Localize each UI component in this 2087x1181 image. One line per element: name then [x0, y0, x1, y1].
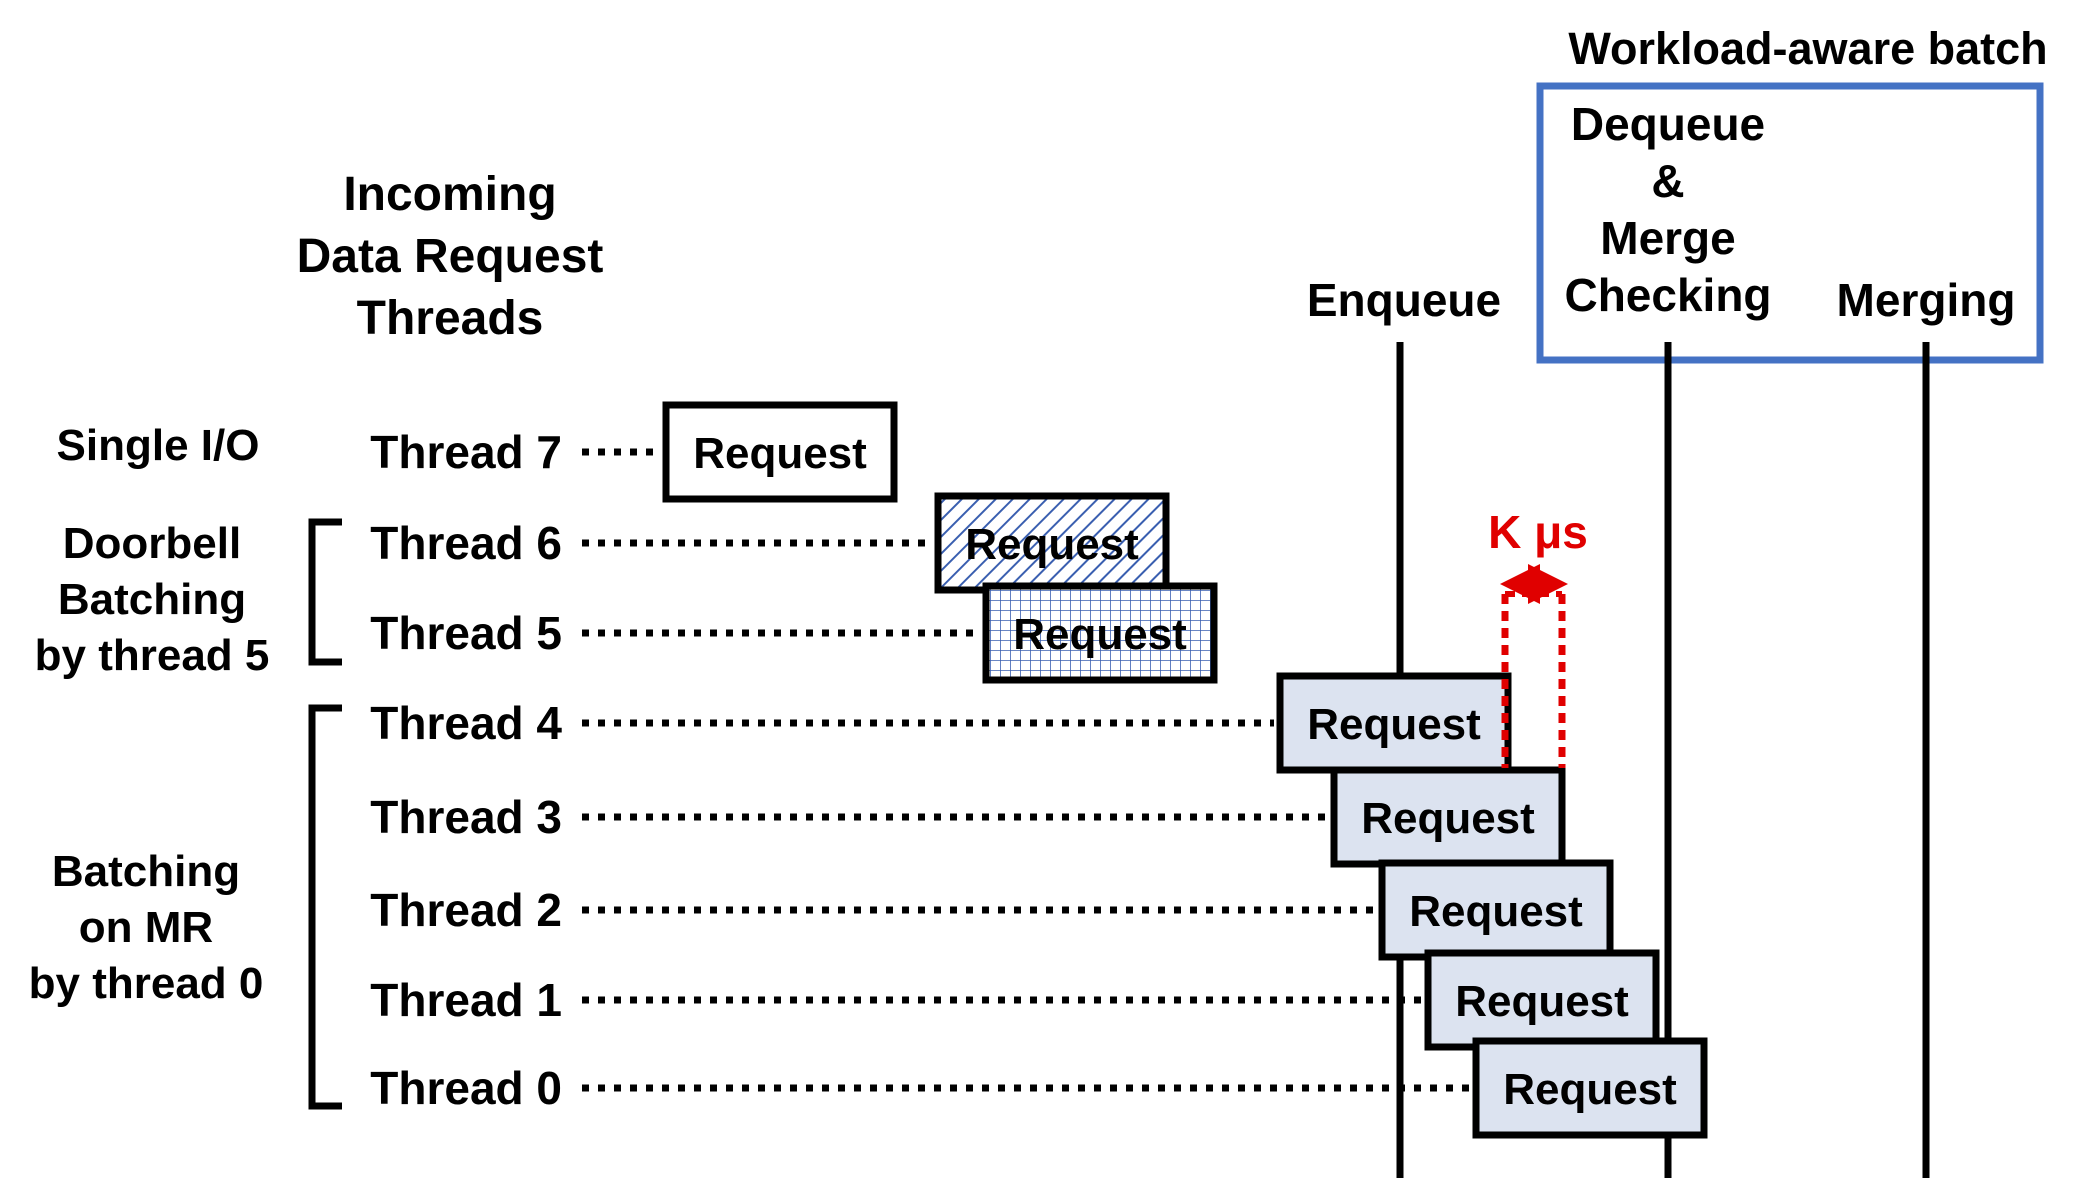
thread-row: Thread 1 Request: [370, 949, 1660, 1051]
thread-label: Thread 6: [370, 517, 562, 569]
thread-label: Thread 1: [370, 974, 562, 1026]
request-label: Request: [1503, 1065, 1677, 1114]
doorbell-line-2: Batching: [58, 575, 246, 624]
header-line-3: Threads: [357, 292, 544, 345]
request-label: Request: [693, 429, 867, 478]
enqueue-label: Enqueue: [1307, 274, 1501, 326]
workload-box-frame: [1536, 82, 2044, 364]
thread-label: Thread 7: [370, 426, 562, 478]
request-box: [982, 582, 1218, 684]
request-label: Request: [1307, 700, 1481, 749]
request-box: [662, 401, 898, 503]
incoming-threads-header: Incoming Data Request Threads: [297, 168, 604, 345]
header-line-2: Data Request: [297, 230, 604, 283]
thread-label: Thread 5: [370, 607, 562, 659]
delay-annotation: K μs: [1488, 506, 1588, 768]
doorbell-bracket: [308, 518, 342, 666]
dequeue-line-3: Merge: [1600, 212, 1735, 264]
request-label: Request: [1409, 887, 1583, 936]
request-label: Request: [1013, 610, 1187, 659]
thread-row: Thread 4 Request: [370, 672, 1512, 774]
mr-bracket: [308, 704, 342, 1110]
thread-label: Thread 4: [370, 697, 562, 749]
group-labels: Single I/O Doorbell Batching by thread 5…: [29, 421, 270, 1008]
dequeue-line-4: Checking: [1564, 269, 1771, 321]
request-label: Request: [1361, 794, 1535, 843]
thread-label: Thread 3: [370, 791, 562, 843]
merging-label: Merging: [1837, 274, 2016, 326]
thread-label: Thread 2: [370, 884, 562, 936]
header-line-1: Incoming: [343, 168, 556, 221]
thread-row: Thread 0 Request: [370, 1037, 1708, 1139]
mr-line-3: by thread 0: [29, 959, 264, 1008]
thread-row: Thread 5 Request: [370, 582, 1218, 684]
doorbell-line-1: Doorbell: [63, 519, 241, 568]
doorbell-line-3: by thread 5: [35, 631, 270, 680]
request-box: [1472, 1037, 1708, 1139]
dequeue-line-1: Dequeue: [1571, 98, 1765, 150]
mr-line-1: Batching: [52, 847, 240, 896]
dequeue-line-2: &: [1651, 155, 1684, 207]
thread-row: Thread 3 Request: [370, 766, 1566, 868]
mr-line-2: on MR: [79, 903, 213, 952]
workload-aware-batch: Workload-aware batch Dequeue & Merge Che…: [1536, 23, 2048, 364]
workload-box-title: Workload-aware batch: [1568, 23, 2047, 74]
thread-row: Thread 2 Request: [370, 859, 1614, 961]
thread-row: Thread 7 Request: [370, 401, 898, 503]
thread-row: Thread 6 Request: [370, 492, 1170, 594]
thread-label: Thread 0: [370, 1062, 562, 1114]
request-box: [1378, 859, 1614, 961]
single-io-label: Single I/O: [57, 421, 260, 470]
request-label: Request: [965, 520, 1139, 569]
delay-label: K μs: [1488, 506, 1588, 558]
request-label: Request: [1455, 977, 1629, 1026]
